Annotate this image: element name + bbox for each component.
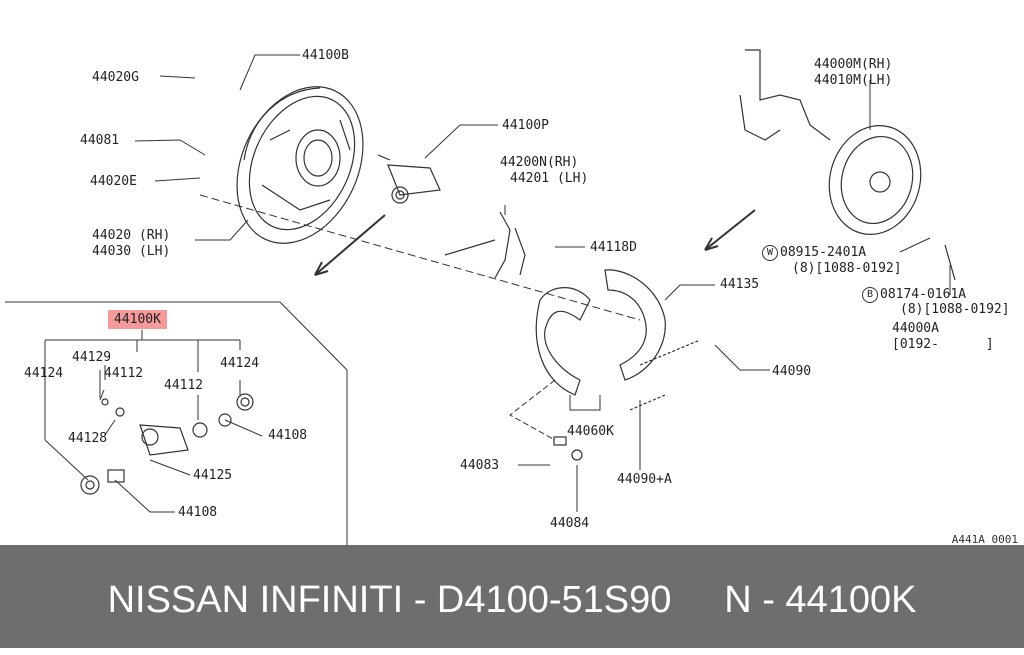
label-08915-range: (8)[1088-0192] [792, 261, 902, 276]
inset-frame [5, 301, 348, 545]
banner-text: NISSAN INFINITI - D4100-51S90 N - 44100K [107, 579, 917, 621]
label-44112-right: 44112 [164, 378, 204, 393]
label-08915-2401a: 08915-2401A [780, 245, 867, 260]
part-number-banner: NISSAN INFINITI - D4100-51S90 N - 44100K [0, 545, 1024, 648]
label-44201-lh: 44201 (LH) [510, 171, 589, 186]
label-44108-bottom: 44108 [178, 505, 218, 520]
brake-shoes-drawing [535, 269, 666, 396]
diagram-drawing [5, 49, 956, 545]
label-08174-range: (8)[1088-0192] [900, 302, 1010, 317]
label-44020-rh: 44020 (RH) [92, 228, 171, 243]
label-44000a: 44000A [892, 321, 939, 336]
parts-diagram: 44100B 44020G 44081 44020E 44020 (RH) 44… [5, 48, 1018, 546]
label-44000a-range: [0192- ] [892, 337, 994, 352]
label-44125: 44125 [193, 468, 233, 483]
label-44020e: 44020E [90, 174, 137, 189]
label-44100p: 44100P [502, 118, 549, 133]
lever-drawing [444, 211, 526, 279]
springs-drawing [553, 339, 701, 461]
label-44124-right: 44124 [220, 356, 260, 371]
label-44010m-lh: 44010M(LH) [814, 73, 893, 88]
diagram-reference-code: A441A 0001 [951, 533, 1018, 546]
label-44124-left: 44124 [24, 366, 64, 381]
backing-plate-drawing [236, 86, 364, 244]
label-44060k: 44060K [567, 424, 614, 439]
label-44020g: 44020G [92, 70, 139, 85]
direction-arrows [314, 209, 756, 276]
label-44083: 44083 [460, 458, 500, 473]
leader-lines [134, 54, 951, 512]
label-44135: 44135 [720, 277, 760, 292]
label-44030-lh: 44030 (LH) [92, 244, 171, 259]
label-44128: 44128 [68, 431, 108, 446]
label-44081: 44081 [80, 133, 120, 148]
circle-b-symbol: B [862, 287, 878, 303]
wheel-cylinder-drawing [377, 154, 441, 204]
label-44200n-rh: 44200N(RH) [500, 155, 579, 170]
inset-parts-drawing [80, 393, 254, 495]
label-44129: 44129 [72, 350, 112, 365]
label-44100b: 44100B [302, 48, 349, 63]
label-44100k-highlight: 44100K [108, 310, 167, 329]
label-08174-0161a: 08174-0161A [880, 287, 967, 302]
drum-assembly-drawing [739, 49, 956, 281]
label-44084: 44084 [550, 516, 590, 531]
label-44000m-rh: 44000M(RH) [814, 57, 893, 72]
label-44108-right: 44108 [268, 428, 308, 443]
label-44090-a: 44090+A [617, 472, 672, 487]
label-44112-left: 44112 [104, 366, 144, 381]
label-44118d: 44118D [590, 240, 637, 255]
label-44090: 44090 [772, 364, 812, 379]
circle-w-symbol: W [762, 245, 778, 261]
